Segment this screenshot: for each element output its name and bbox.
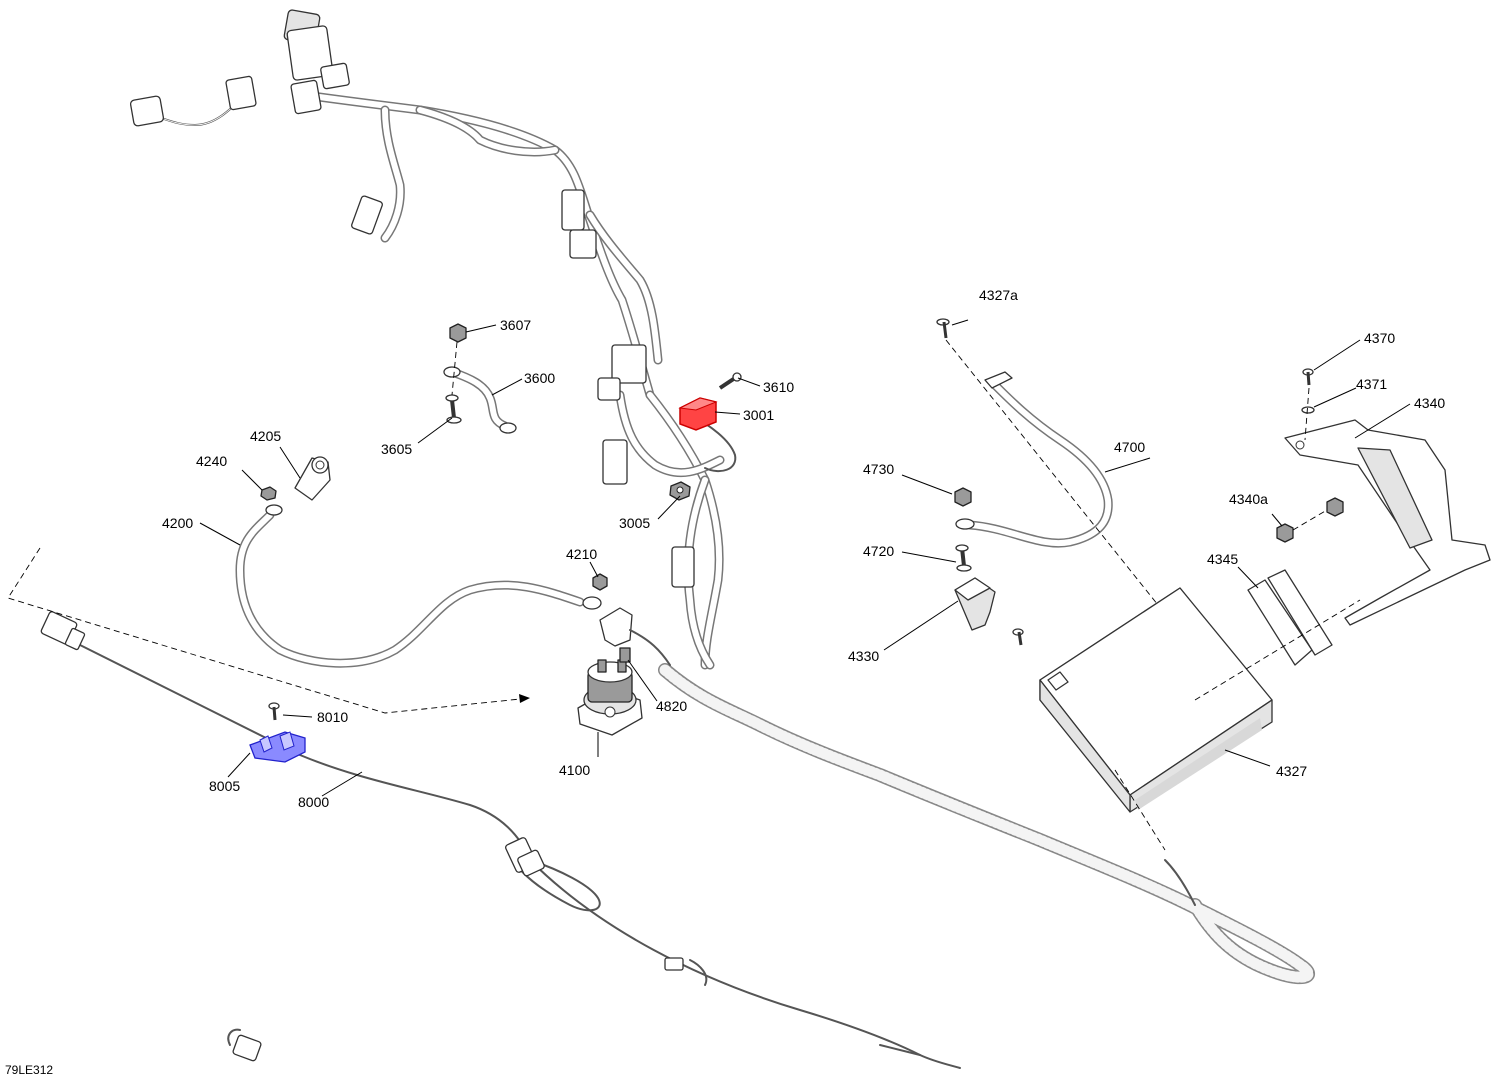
screw-8010[interactable] [268,702,280,721]
label-8000[interactable]: 8000 [298,794,329,810]
cable-4700[interactable] [955,371,1113,548]
corrugated-conduit [658,663,1315,985]
solenoid-4100[interactable] [577,659,643,736]
pads-4345[interactable] [1247,569,1333,666]
battery-4327[interactable] [1039,587,1273,813]
label-4200[interactable]: 4200 [162,515,193,531]
main-wiring-harness [129,9,737,670]
terminal-cover-4205[interactable] [294,456,331,501]
label-4340a[interactable]: 4340a [1229,491,1268,507]
label-3600[interactable]: 3600 [524,370,555,386]
nut-4340a[interactable] [1276,497,1344,543]
screw-3610[interactable] [718,372,742,390]
label-3001[interactable]: 3001 [743,407,774,423]
label-4370[interactable]: 4370 [1364,330,1395,346]
label-4700[interactable]: 4700 [1114,439,1145,455]
label-4210[interactable]: 4210 [566,546,597,562]
label-3605[interactable]: 3605 [381,441,412,457]
label-4730[interactable]: 4730 [863,461,894,477]
bolt-3605[interactable] [445,394,462,424]
label-3005[interactable]: 3005 [619,515,650,531]
leader-lines [199,319,1411,797]
label-4371[interactable]: 4371 [1356,376,1387,392]
label-4327a[interactable]: 4327a [979,287,1018,303]
label-4345[interactable]: 4345 [1207,551,1238,567]
nut-3005[interactable] [669,481,691,501]
harness-8000[interactable] [40,611,961,1069]
screw-4240[interactable] [260,486,277,501]
terminal-cover-4330[interactable] [954,577,996,631]
label-4330[interactable]: 4330 [848,648,879,664]
bracket-4340[interactable] [1284,419,1491,626]
label-8010[interactable]: 8010 [317,709,348,725]
label-4720[interactable]: 4720 [863,543,894,559]
screw-terminal [1012,628,1024,646]
diagram-reference: 79LE312 [5,1063,53,1077]
label-3607[interactable]: 3607 [500,317,531,333]
label-3610[interactable]: 3610 [763,379,794,395]
label-4820[interactable]: 4820 [656,698,687,714]
terminal-boot-4820[interactable] [599,607,671,666]
label-4327[interactable]: 4327 [1276,763,1307,779]
label-4205[interactable]: 4205 [250,428,281,444]
battery-cable-4200[interactable] [235,504,602,668]
label-4240[interactable]: 4240 [196,453,227,469]
nut-3607[interactable] [449,323,467,343]
nut-4730[interactable] [954,487,972,507]
bolt-4327a[interactable] [936,318,950,339]
nut-4210[interactable] [592,573,608,591]
label-8005[interactable]: 8005 [209,778,240,794]
clip-8005-highlighted[interactable] [249,731,306,763]
relay-3001-highlighted[interactable] [678,397,718,431]
part-labels: 3607 3600 3605 3610 3001 3005 4205 4240 … [162,287,1445,810]
bolt-4720[interactable] [955,544,972,572]
ground-cable-3600[interactable] [443,366,517,434]
bolt-4370[interactable] [1302,368,1314,386]
label-4340[interactable]: 4340 [1414,395,1445,411]
washer-4371[interactable] [1301,406,1315,414]
label-4100[interactable]: 4100 [559,762,590,778]
